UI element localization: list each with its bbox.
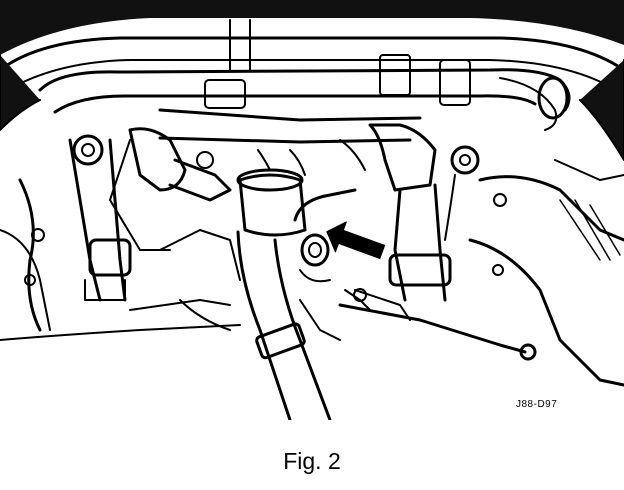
- upper-frame: [0, 0, 624, 161]
- lower-frame: [0, 229, 341, 341]
- right-engine-block: [468, 159, 624, 387]
- linkage-rod: [338, 288, 527, 354]
- right-runner: [339, 123, 480, 302]
- pointer-arrow: [326, 221, 386, 259]
- cross-tube: [158, 19, 471, 144]
- figure-reference-code: J88-D97: [516, 399, 558, 410]
- left-runner: [0, 134, 132, 332]
- vacuum-port: [293, 188, 357, 283]
- engine-line-drawing: [0, 0, 624, 420]
- central-hose: [236, 230, 332, 420]
- upper-hose: [38, 68, 571, 131]
- figure-caption: Fig. 2: [283, 448, 341, 474]
- left-fitting: [109, 127, 232, 251]
- throttle-body: [236, 149, 307, 237]
